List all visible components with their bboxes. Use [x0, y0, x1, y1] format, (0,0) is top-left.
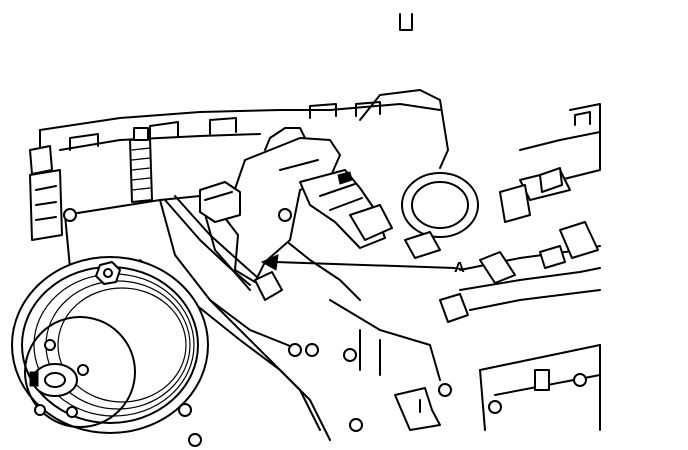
- engine-block: [64, 195, 441, 441]
- throttle-body: [401, 172, 479, 259]
- pulley-bolts: [34, 339, 89, 418]
- fuel-rail: [439, 167, 601, 323]
- stud-bolt: [129, 127, 153, 203]
- sensor-bracket: [224, 127, 341, 283]
- front-cover-bolts: [63, 208, 452, 447]
- intake-manifold: [479, 344, 601, 431]
- left-sensor-bracket: [29, 145, 63, 241]
- crank-pulley: [11, 256, 209, 434]
- sensor-connector: [299, 169, 393, 249]
- wire-harness: [164, 195, 283, 301]
- callout-label-a: A: [454, 259, 465, 276]
- right-valve-cover: [519, 103, 601, 181]
- valve-cover: [39, 13, 449, 176]
- callout-a: A: [260, 254, 465, 276]
- cam-position-sensor: [199, 181, 241, 223]
